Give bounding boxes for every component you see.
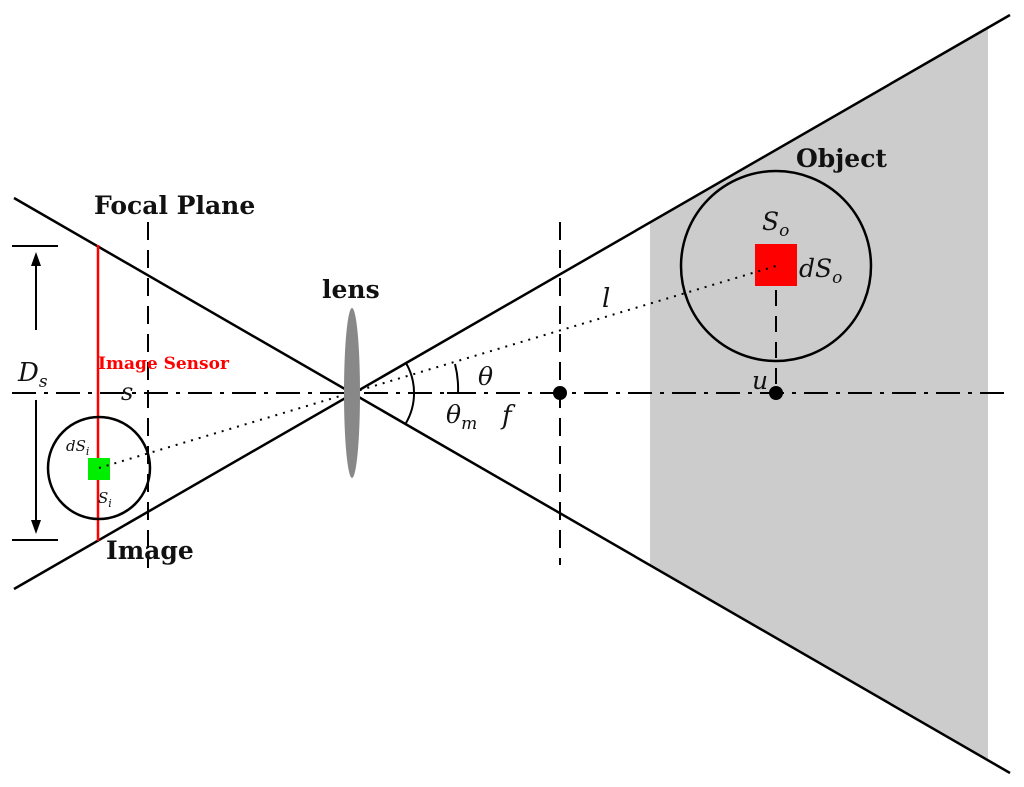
ray-upper bbox=[13, 196, 1011, 775]
object-distance-dot bbox=[769, 386, 783, 400]
f-label: f bbox=[500, 401, 516, 431]
object-patch bbox=[755, 244, 797, 286]
theta-m-label: θm bbox=[446, 400, 477, 434]
object-label: Object bbox=[796, 144, 887, 173]
object-circle bbox=[679, 169, 873, 363]
dso-label-main: dS bbox=[799, 254, 832, 283]
ds-label: Ds bbox=[17, 358, 48, 392]
ray-lower bbox=[13, 13, 1011, 591]
dsi-label-sub: i bbox=[86, 445, 90, 458]
dsi-label-main: dS bbox=[66, 437, 86, 455]
s-label: s bbox=[121, 378, 133, 406]
ds-label-sub: s bbox=[39, 372, 48, 392]
theta-label: θ bbox=[478, 362, 493, 391]
ds-arrowhead-up bbox=[31, 252, 41, 266]
so-label-sub: o bbox=[779, 221, 789, 241]
focal-plane-label: Focal Plane bbox=[94, 191, 255, 220]
theta-m-arc bbox=[405, 362, 416, 424]
ds-arrowhead-down bbox=[31, 520, 41, 534]
theta-m-label-main: θ bbox=[446, 400, 461, 429]
lens-label: lens bbox=[322, 275, 380, 304]
image-label: Image bbox=[106, 536, 194, 565]
si-label-sub: i bbox=[108, 497, 112, 510]
image-patch bbox=[88, 458, 110, 480]
lens-shape bbox=[344, 308, 360, 478]
so-label: So bbox=[762, 207, 789, 241]
so-label-main: S bbox=[762, 207, 779, 236]
focal-point-dot bbox=[553, 386, 567, 400]
image-circle bbox=[46, 415, 152, 521]
l-label: l bbox=[602, 284, 610, 314]
dso-label-sub: o bbox=[832, 268, 842, 288]
u-label: u bbox=[752, 366, 768, 395]
chief-ray bbox=[98, 265, 777, 469]
dso-label: dSo bbox=[799, 254, 842, 288]
ds-label-main: D bbox=[17, 358, 39, 388]
image-sensor-label: Image Sensor bbox=[98, 354, 230, 374]
theta-arc bbox=[454, 363, 460, 394]
si-label-main: S bbox=[98, 489, 108, 507]
theta-m-label-sub: m bbox=[461, 414, 477, 434]
si-label: Si bbox=[98, 489, 112, 510]
dsi-label: dSi bbox=[66, 437, 89, 458]
